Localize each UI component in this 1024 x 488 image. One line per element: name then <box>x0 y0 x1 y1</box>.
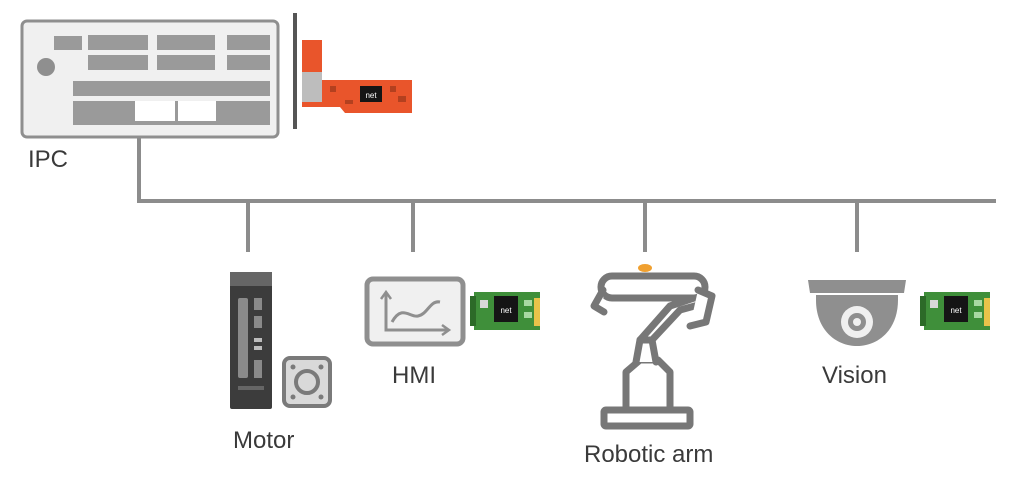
network-bus <box>137 138 996 252</box>
hmi-module-text: net <box>500 306 512 315</box>
pci-network-card-icon: net <box>293 13 412 129</box>
dome-camera-icon <box>808 280 906 346</box>
robotic-arm-icon <box>590 272 716 430</box>
hmi-label: HMI <box>392 362 436 389</box>
embedded-network-module-icon: net <box>920 292 990 330</box>
embedded-network-module-icon: net <box>470 292 540 330</box>
motor-label: Motor <box>233 427 295 454</box>
vision-module-text: net <box>950 306 962 315</box>
vision-label: Vision <box>822 362 887 389</box>
card-module-text: net <box>365 91 377 100</box>
hmi-chart-screen-icon <box>364 276 466 347</box>
servo-drive-motor-icon <box>230 272 332 409</box>
robotic-arm-label: Robotic arm <box>584 441 714 468</box>
ipc-label: IPC <box>28 146 69 173</box>
robot-joint-accent <box>638 264 652 272</box>
industrial-pc-icon <box>20 19 280 139</box>
